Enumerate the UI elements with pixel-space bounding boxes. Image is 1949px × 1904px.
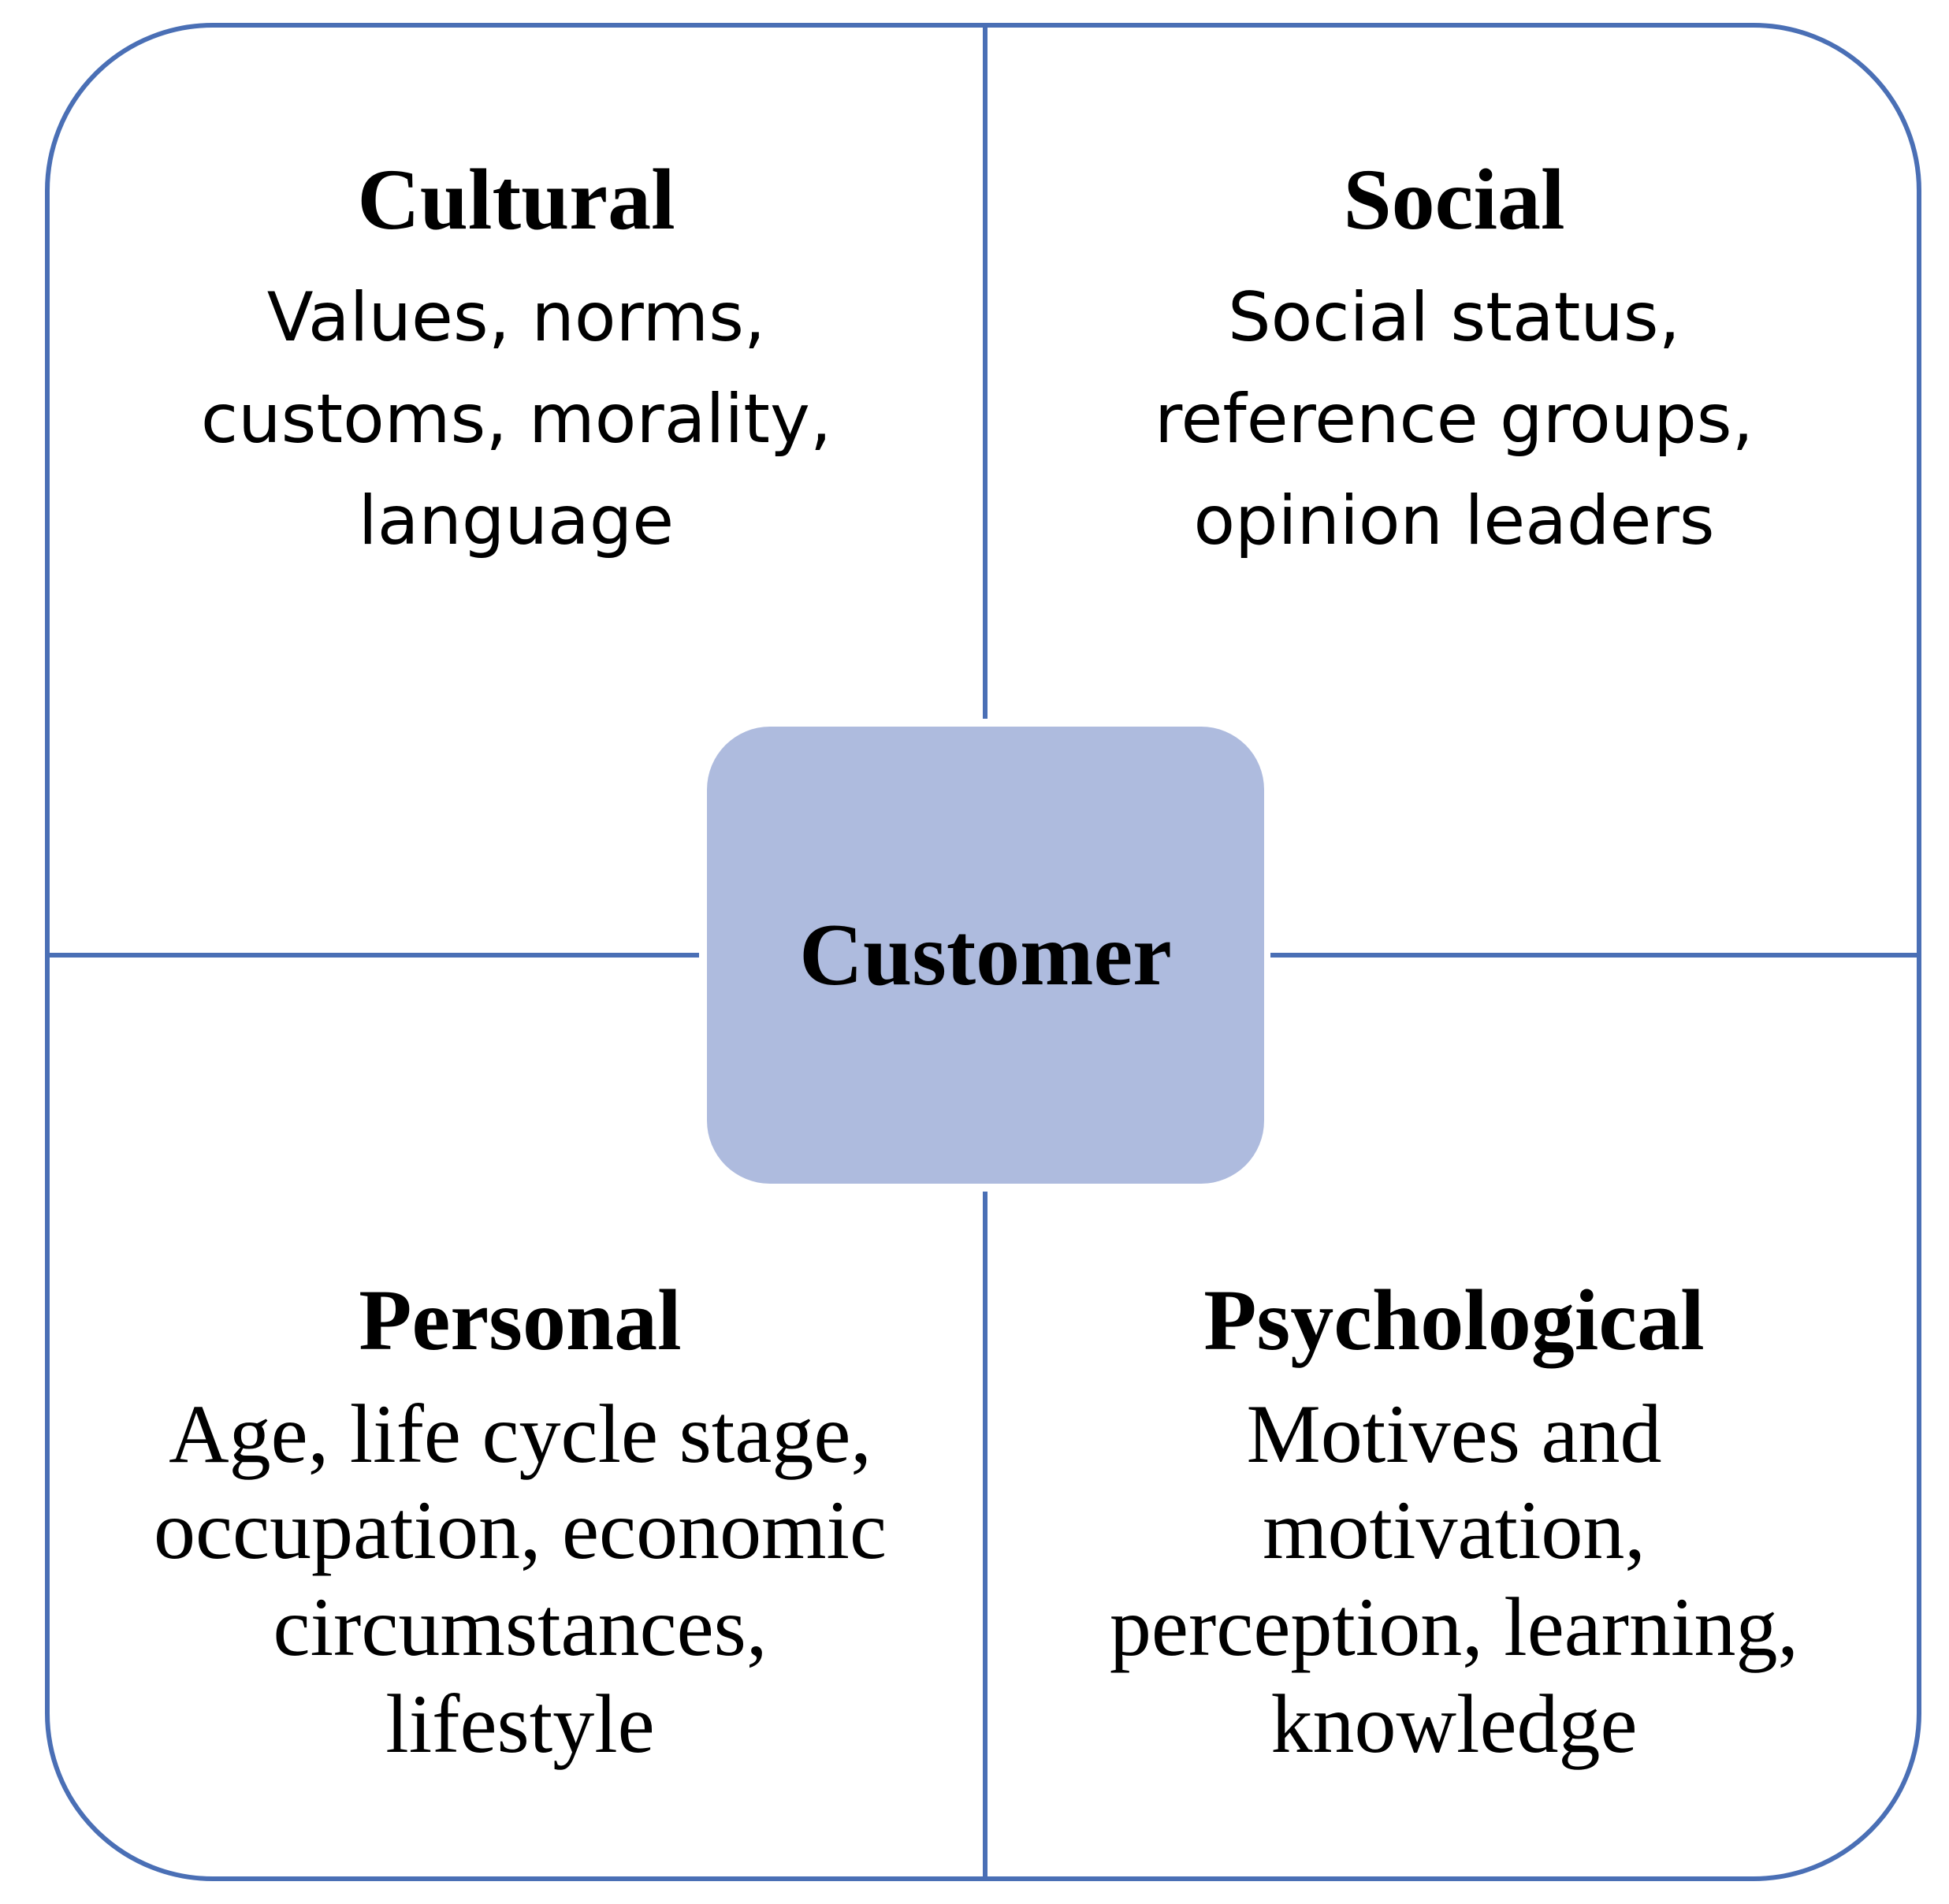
quadrant-desc-cultural: Values, norms, customs, morality, langua… (79, 267, 954, 572)
desc-line: Social status, (1228, 277, 1680, 357)
desc-line: motivation, (1263, 1484, 1646, 1577)
desc-line: occupation, economic (153, 1484, 887, 1577)
quadrant-cultural: Cultural Values, norms, customs, moralit… (79, 150, 954, 572)
desc-line: perception, learning, (1109, 1581, 1799, 1674)
desc-line: reference groups, (1155, 379, 1754, 459)
quadrant-desc-personal: Age, life cycle stage, occupation, econo… (79, 1386, 961, 1774)
desc-line: language (358, 481, 675, 560)
desc-line: circumstances, (273, 1581, 768, 1674)
desc-line: Motives and (1246, 1387, 1662, 1480)
quadrant-psychological: Psychological Motives and motivation, pe… (1013, 1270, 1895, 1773)
desc-line: lifestyle (385, 1678, 655, 1771)
center-label: Customer (799, 906, 1172, 1004)
quadrant-desc-psychological: Motives and motivation, perception, lear… (1013, 1386, 1895, 1774)
desc-line: Age, life cycle stage, (169, 1387, 872, 1480)
desc-line: Values, norms, (266, 277, 766, 357)
desc-line: opinion leaders (1193, 481, 1715, 560)
quadrant-title-social: Social (1343, 151, 1565, 247)
desc-line: customs, morality, (200, 379, 832, 459)
quadrant-personal: Personal Age, life cycle stage, occupati… (79, 1270, 961, 1773)
quadrant-title-cultural: Cultural (357, 151, 675, 247)
desc-line: knowledge (1270, 1678, 1638, 1771)
quadrant-title-personal: Personal (359, 1272, 682, 1368)
center-box-customer: Customer (707, 727, 1264, 1184)
quadrant-title-psychological: Psychological (1203, 1272, 1705, 1368)
quadrant-social: Social Social status, reference groups, … (1017, 150, 1891, 572)
quadrant-desc-social: Social status, reference groups, opinion… (1017, 267, 1891, 572)
